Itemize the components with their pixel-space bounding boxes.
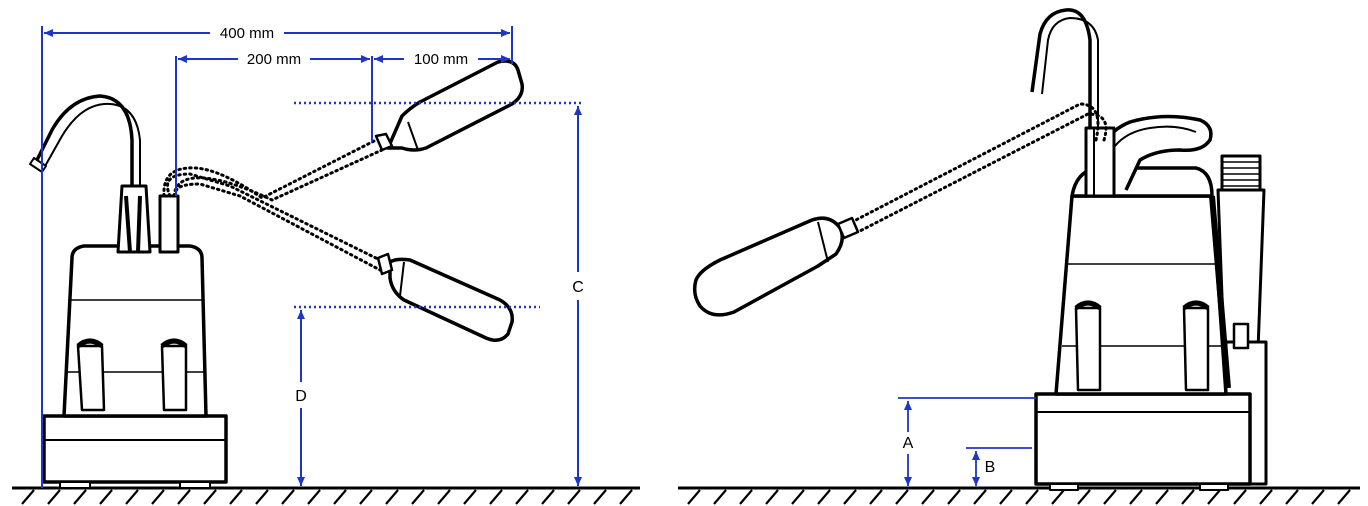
dim-a-label: A [903, 435, 914, 452]
left-float-upper [374, 59, 525, 152]
right-float-cable [850, 102, 1108, 234]
dim-total-label: 400 mm [220, 25, 274, 42]
dim-small-label: 100 mm [414, 51, 468, 68]
dim-c-label: C [572, 279, 584, 296]
right-dimensions [898, 397, 1036, 486]
left-pump [29, 94, 228, 489]
left-dimensions [41, 26, 584, 488]
ground-right [678, 486, 1360, 505]
left-float-lower [376, 252, 514, 342]
dim-d-label: D [295, 388, 307, 405]
right-float [692, 216, 860, 317]
ground-left [12, 486, 640, 505]
right-pump [1030, 8, 1268, 491]
dim-b-label: B [985, 459, 996, 476]
dim-mid-label: 200 mm [247, 51, 301, 68]
